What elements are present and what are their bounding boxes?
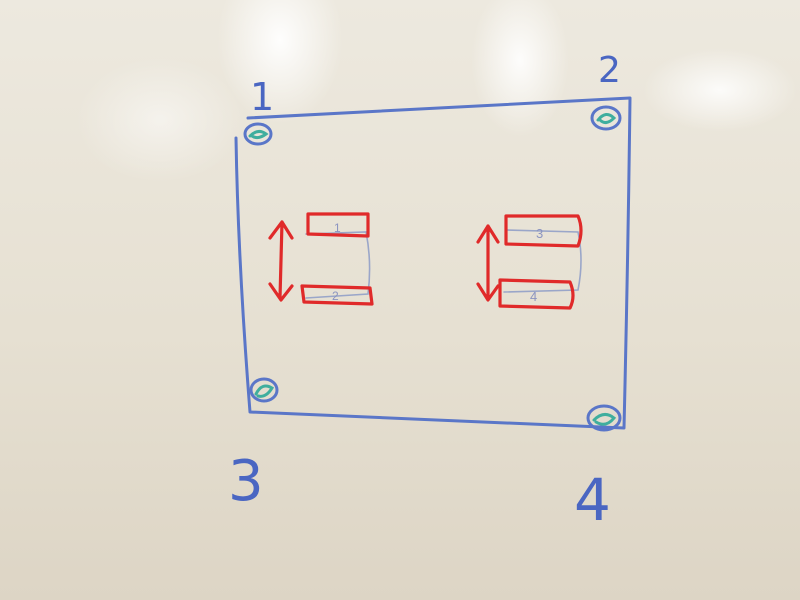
screw-2	[590, 105, 622, 131]
shim-label-3: 3	[536, 226, 543, 241]
left-adjust-arrow	[268, 220, 294, 302]
plate-outline	[234, 96, 632, 430]
right-adjust-arrow	[476, 224, 500, 302]
right-top-block	[504, 214, 583, 248]
left-bottom-block	[300, 284, 374, 306]
corner-label-4: 4	[574, 466, 611, 534]
left-top-block	[306, 212, 370, 238]
left-shim-group: 1 2	[268, 212, 374, 306]
screw-3	[249, 377, 279, 403]
right-bottom-block	[498, 278, 575, 310]
corner-label-2: 2	[598, 50, 621, 91]
shim-label-4: 4	[530, 289, 537, 304]
screw-4	[586, 404, 622, 432]
screw-1	[243, 122, 273, 146]
right-shim-group: 3 4	[476, 214, 583, 310]
corner-label-3: 3	[228, 449, 264, 514]
shim-label-2: 2	[332, 289, 339, 303]
shim-label-1: 1	[334, 221, 341, 235]
corner-label-1: 1	[250, 75, 274, 119]
